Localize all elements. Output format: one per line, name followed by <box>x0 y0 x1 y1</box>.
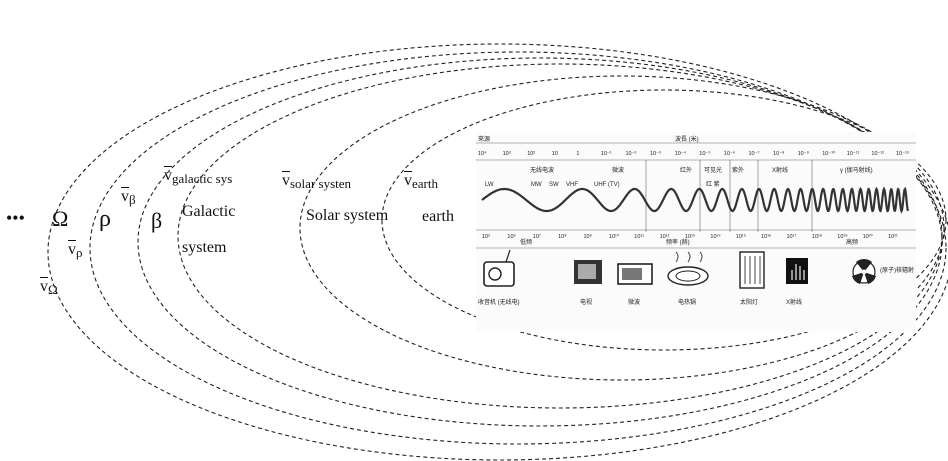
spectrum-source-header: 來源 <box>478 135 490 143</box>
earth-velocity-label: vearth <box>404 172 438 191</box>
frequency-tick-0: 10⁵ <box>482 233 490 240</box>
frequency-tick-2: 10⁷ <box>533 233 541 240</box>
omega-orbit <box>47 43 948 461</box>
earth-label: earth <box>422 208 454 225</box>
band-visible-label: 可见光 <box>704 166 722 174</box>
device-label-microwave: 微波 <box>628 298 640 306</box>
wavelength-tick-12: 10⁻⁸ <box>773 150 784 157</box>
freq-low-label: 低频 <box>520 238 532 246</box>
omega-velocity-label: vΩ <box>40 278 58 297</box>
frequency-tick-3: 10⁸ <box>558 233 566 240</box>
frequency-tick-15: 10²⁰ <box>863 233 874 240</box>
solar-system-label: Solar system <box>306 207 389 224</box>
frequency-tick-8: 10¹³ <box>685 234 695 240</box>
frequency-tick-9: 10¹⁴ <box>710 233 721 240</box>
frequency-tick-13: 10¹⁸ <box>812 233 822 240</box>
radio-sub-sw: SW <box>549 182 559 188</box>
wavelength-tick-15: 10⁻¹¹ <box>847 151 860 157</box>
frequency-tick-4: 10⁹ <box>584 233 592 240</box>
radio-sub-vhf: VHF <box>566 182 578 188</box>
wavelength-tick-11: 10⁻⁷ <box>749 150 760 157</box>
em-wave <box>481 186 910 214</box>
wavelength-tick-3: 10 <box>552 151 558 157</box>
freq-axis-label: 频率 (赫) <box>666 238 690 246</box>
wavelength-tick-7: 10⁻³ <box>650 151 661 157</box>
galactic-orbit <box>177 63 943 409</box>
xray-hand-icon <box>786 258 808 284</box>
wavelength-tick-17: 10⁻¹³ <box>896 151 909 157</box>
rho-velocity-label: vρ <box>68 241 83 260</box>
radio-icon <box>483 249 515 287</box>
device-label-radio: 收音机 (无线电) <box>478 298 520 306</box>
wavelength-tick-5: 10⁻¹ <box>601 151 612 157</box>
wavelength-tick-13: 10⁻⁹ <box>798 150 809 157</box>
device-label-sunlamp: 太阳灯 <box>740 298 758 306</box>
frequency-tick-10: 10¹⁵ <box>736 233 746 240</box>
device-label-tv: 电视 <box>580 298 592 306</box>
tv-icon <box>574 260 602 284</box>
beta-velocity-label: vβ <box>121 188 136 207</box>
wavelength-tick-6: 10⁻² <box>626 151 637 157</box>
wavelength-tick-8: 10⁻⁴ <box>675 150 687 157</box>
device-label-nuclear: (原子)核辐射 <box>880 266 914 274</box>
beta-symbol: β <box>151 208 163 233</box>
rho-symbol: ρ <box>99 206 111 232</box>
radio-sub-lw: LW <box>485 182 494 188</box>
radiation-icon <box>852 258 876 284</box>
band-radio-label: 无线电波 <box>530 166 554 174</box>
frequency-tick-12: 10¹⁷ <box>787 233 797 240</box>
wavelength-tick-2: 10² <box>527 151 535 157</box>
electric-cooker-icon <box>667 251 709 286</box>
band-gamma-label: γ (伽马射线) <box>840 166 873 174</box>
frequency-tick-11: 10¹⁶ <box>761 233 771 240</box>
microwave-oven-icon <box>617 263 653 285</box>
visible-sub-label: 红 紫 <box>706 180 720 188</box>
wavelength-tick-1: 10³ <box>503 151 511 157</box>
wavelength-tick-14: 10⁻¹⁰ <box>822 150 836 157</box>
wavelength-tick-10: 10⁻⁶ <box>724 150 735 157</box>
band-xray-label: X射线 <box>772 166 788 174</box>
wavelength-tick-9: 10⁻⁵ <box>699 150 710 157</box>
spectrum-wavelength-header: 波長 (米) <box>675 135 699 143</box>
frequency-tick-7: 10¹² <box>660 234 670 240</box>
solar-velocity-label: vsolar systen <box>282 172 352 191</box>
solar-orbit <box>299 75 945 381</box>
frequency-tick-1: 10⁶ <box>507 233 515 240</box>
band-uv-label: 紫外 <box>732 166 744 174</box>
sun-lamp-icon <box>739 251 765 289</box>
radio-sub-uhf: UHF (TV) <box>594 182 620 188</box>
wavelength-tick-4: 1 <box>576 151 579 157</box>
earth-orbit <box>381 89 947 351</box>
band-infrared-label: 红外 <box>680 166 692 174</box>
frequency-tick-16: 10²¹ <box>888 234 898 240</box>
galactic-system-label-line1: Galactic <box>182 203 236 220</box>
galactic-system-label-line2: system <box>182 239 227 256</box>
freq-high-label: 高频 <box>846 238 858 246</box>
frequency-tick-14: 10¹⁹ <box>837 233 847 240</box>
galactic-velocity-label: vgalactic sys <box>164 167 233 186</box>
frequency-tick-5: 10¹⁰ <box>609 233 620 240</box>
device-label-xray: X射线 <box>786 298 802 306</box>
device-label-cooker: 电热锅 <box>678 298 696 306</box>
rho-orbit <box>89 51 947 445</box>
ellipsis-symbol: ••• <box>6 208 25 228</box>
radio-sub-mw: MW <box>531 182 542 188</box>
frequency-tick-6: 10¹¹ <box>634 234 644 240</box>
wavelength-tick-16: 10⁻¹² <box>871 151 884 157</box>
em-spectrum-image: 來源 波長 (米) 无线电波 微波 红外 可见光 紫外 X射线 γ (伽马射线)… <box>476 132 916 332</box>
band-microwave-label: 微波 <box>612 166 624 174</box>
omega-symbol: Ω <box>52 206 69 231</box>
wavelength-tick-0: 10⁴ <box>478 150 487 157</box>
